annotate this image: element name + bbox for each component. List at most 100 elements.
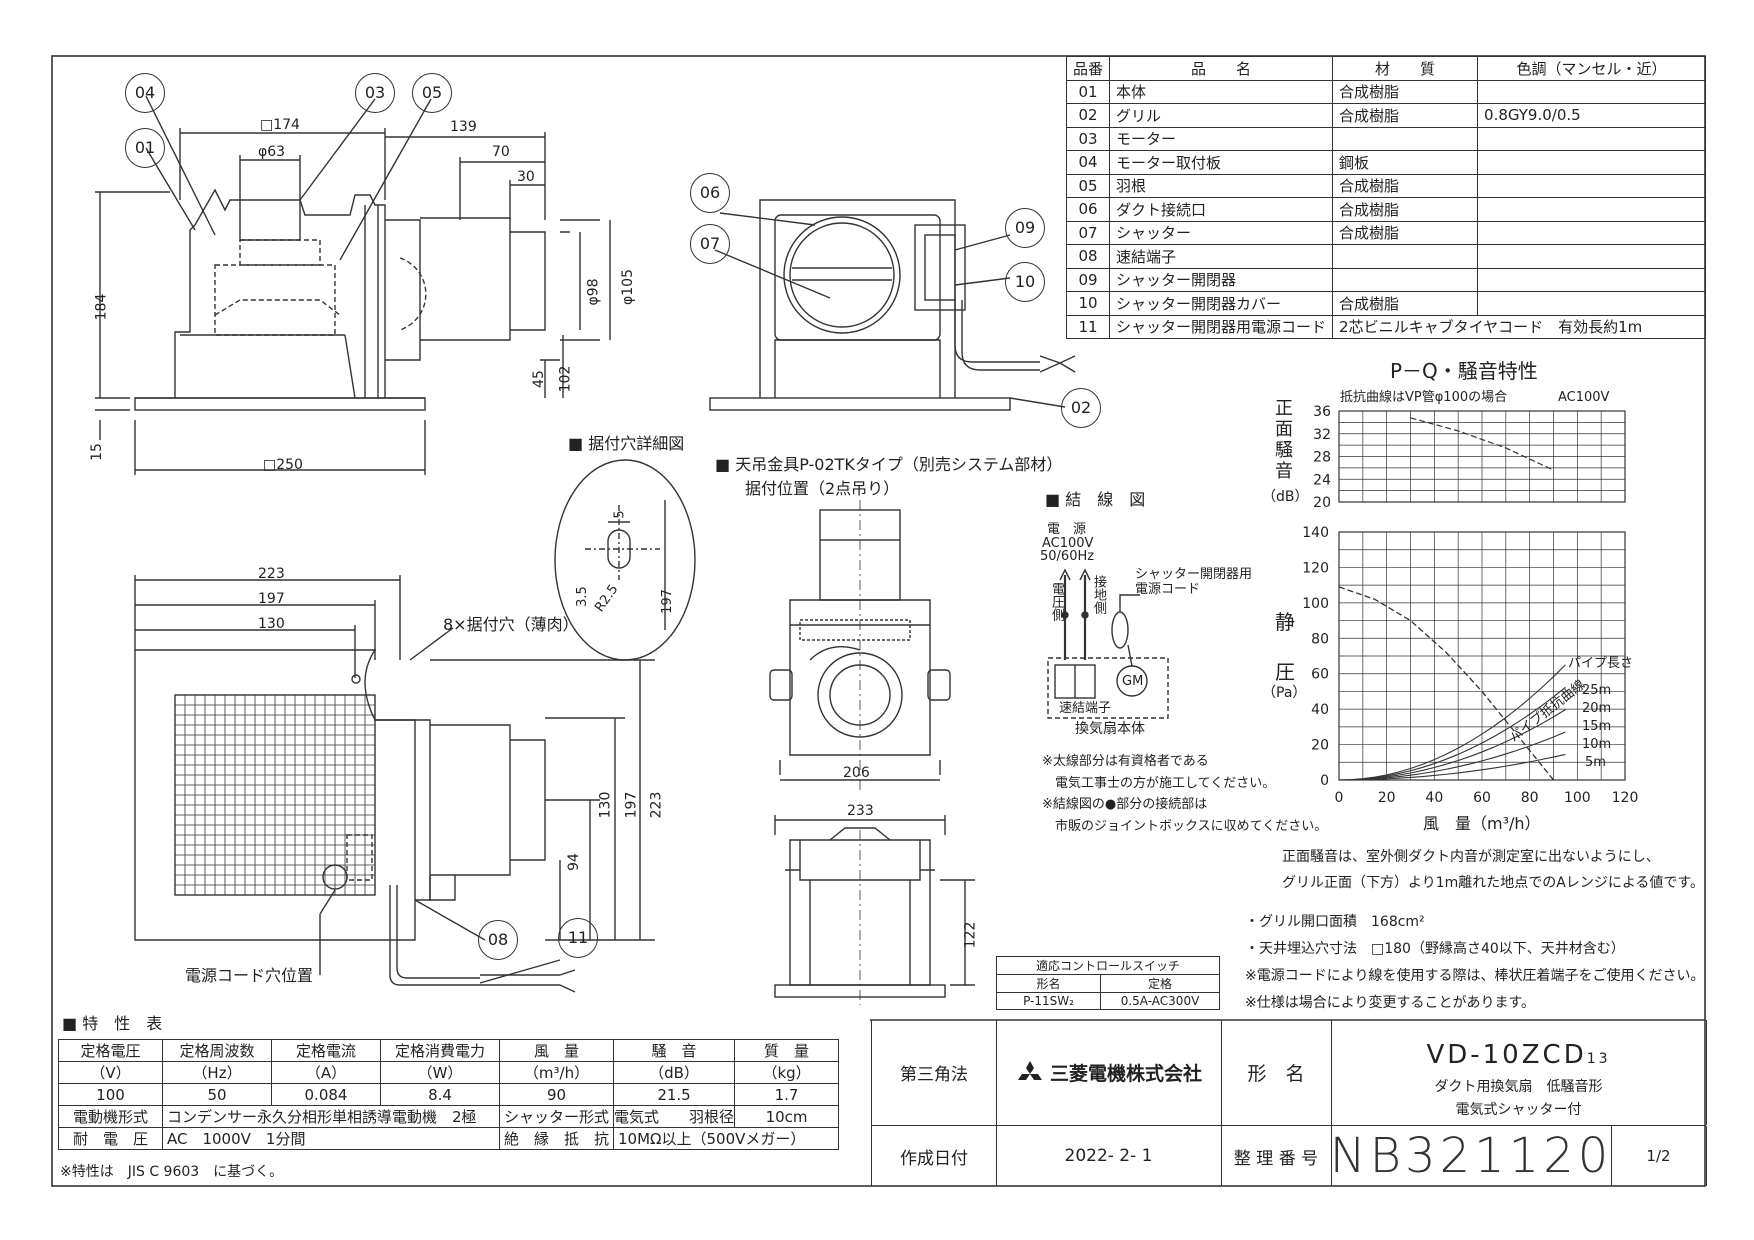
pressure-ylabel-2: 圧 (1275, 660, 1295, 684)
spec-header: 騒 音 (613, 1039, 736, 1062)
pipe-resistance-curve-10m (1338, 731, 1566, 781)
spec-value: 1.7 (734, 1083, 840, 1106)
gm-label: GM (1122, 674, 1144, 689)
reference-number: NB321120 (1329, 1126, 1613, 1186)
pipe-25m: 25m (1582, 683, 1612, 698)
footnote-6: ※仕様は場合により変更することがあります。 (1245, 995, 1536, 1011)
spec-unit: （m³/h） (498, 1061, 615, 1084)
pressure-ylabel-1: 静 (1275, 610, 1295, 634)
callout-10: 10 (1005, 262, 1045, 302)
part-material: 合成樹脂 (1332, 79, 1479, 104)
part-color: 0.8GY9.0/0.5 (1477, 103, 1707, 128)
callout-03: 03 (355, 73, 395, 113)
noise-unit: （dB） (1262, 489, 1309, 505)
wiring-note-1: ※太線部分は有資格者である (1042, 754, 1209, 769)
pq-ytick-label: 140 (1302, 525, 1329, 541)
dim-phi98: φ98 (585, 278, 602, 306)
dim-233: 233 (847, 803, 874, 819)
noise-ylabel-c3: 騒 (1275, 440, 1293, 461)
shutter-type: 電気式 (614, 1108, 660, 1126)
part-material: 2芯ビニルキャブタイヤコード 有効長約1m (1332, 314, 1707, 339)
callout-02: 02 (1061, 388, 1101, 428)
pq-ytick-label: 120 (1302, 560, 1329, 576)
date-label: 作成日付 (872, 1126, 997, 1186)
spec-unit: （V） (58, 1061, 163, 1084)
callout-01: 01 (125, 128, 165, 168)
footnote-2: グリル正面（下方）より1m離れた地点でのAレンジによる値です。 (1282, 875, 1705, 891)
part-material: 合成樹脂 (1332, 197, 1479, 222)
part-name: グリル (1109, 103, 1334, 128)
hanger-top-view (769, 500, 951, 790)
company-text: 三菱電機株式会社 (1049, 1063, 1202, 1085)
pq-xtick-label: 120 (1612, 790, 1639, 806)
pq-ytick-label: 80 (1311, 631, 1329, 647)
pq-xtick-label: 0 (1335, 790, 1344, 806)
model-desc-2: 電気式シャッター付 (1455, 1102, 1582, 1118)
blade-value: 10cm (734, 1105, 840, 1128)
pipe-resistance-curve-20m (1338, 686, 1566, 781)
part-name: 羽根 (1109, 173, 1334, 198)
part-material: 合成樹脂 (1332, 103, 1479, 128)
part-color (1477, 244, 1707, 269)
spec-table: 定格電圧定格周波数定格電流定格消費電力風 量騒 音質 量 （V）（Hz）（A）（… (58, 1039, 840, 1150)
part-no: 01 (1065, 79, 1111, 104)
spec-header: 定格電流 (271, 1039, 381, 1062)
part-name: モーター (1109, 126, 1334, 151)
terminal-label: 速結端子 (1059, 701, 1112, 716)
page-number: 1/2 (1611, 1126, 1707, 1186)
dim-phi63: φ63 (258, 144, 286, 160)
spec-value: 50 (162, 1083, 272, 1106)
part-no: 06 (1065, 197, 1111, 222)
date-value: 2022- 2- 1 (996, 1126, 1222, 1186)
part-color (1477, 267, 1707, 292)
footnote-4: ・天井埋込穴寸法 □180（野縁高さ40以下、天井材含む） (1245, 941, 1625, 957)
part-color (1477, 173, 1707, 198)
pq-ytick-label: 60 (1311, 667, 1329, 683)
noise-tick-label: 20 (1313, 495, 1331, 511)
dim-130: 130 (258, 616, 285, 632)
spec-value: 8.4 (380, 1083, 500, 1106)
noise-ylabel: 正 面 騒 音 (1272, 398, 1296, 482)
insulation-label: 絶 縁 抵 抗 (498, 1127, 615, 1150)
part-no: 11 (1065, 314, 1111, 339)
col-color: 色調（マンセル・近） (1477, 56, 1707, 81)
part-name: シャッター開閉器用電源コード (1109, 314, 1334, 339)
dim-223v: 223 (648, 791, 665, 819)
chart-ac: AC100V (1558, 390, 1610, 405)
ctrl-title: 適応コントロールスイッチ (996, 956, 1220, 975)
spec-note: ※特性は JIS C 9603 に基づく。 (60, 1164, 284, 1180)
part-no: 04 (1065, 150, 1111, 175)
unit-label: 換気扇本体 (1075, 721, 1145, 737)
parts-header: 品番 品 名 材 質 色調（マンセル・近） (1065, 56, 1707, 81)
part-name: 速結端子 (1109, 244, 1334, 269)
mount-holes-label: 8×据付穴（薄肉） (443, 615, 579, 634)
pipe-resistance-curve-5m (1338, 753, 1566, 781)
model-desc-1: ダクト用換気扇 低騒音形 (1434, 1079, 1603, 1095)
callout-04: 04 (125, 73, 165, 113)
dim-sq250: □250 (263, 457, 303, 473)
detail-3.5: 3.5 (574, 586, 590, 607)
ground-side: 接地側 (1091, 575, 1106, 614)
pipe-5m: 5m (1585, 755, 1606, 770)
part-color (1477, 291, 1707, 316)
power-l3: 50/60Hz (1040, 549, 1095, 564)
callout-07: 07 (690, 224, 730, 264)
wiring-note-4: 市販のジョイントボックスに収めてください。 (1042, 819, 1328, 834)
dim-122: 122 (962, 921, 979, 949)
spec-value: 100 (58, 1083, 163, 1106)
chart-note: 抵抗曲線はVP管φ100の場合 (1340, 390, 1508, 405)
part-material (1332, 244, 1479, 269)
dim-184: 184 (93, 293, 110, 321)
pipe-15m: 15m (1582, 719, 1612, 734)
spec-header: 風 量 (498, 1039, 615, 1062)
pq-xtick-label: 20 (1378, 790, 1396, 806)
spec-header: 定格周波数 (162, 1039, 272, 1062)
ref-label: 整 理 番 号 (1221, 1126, 1332, 1186)
part-material (1332, 126, 1479, 151)
shutter-value: 電気式 羽根径 (613, 1105, 736, 1128)
callout-06: 06 (690, 173, 730, 213)
